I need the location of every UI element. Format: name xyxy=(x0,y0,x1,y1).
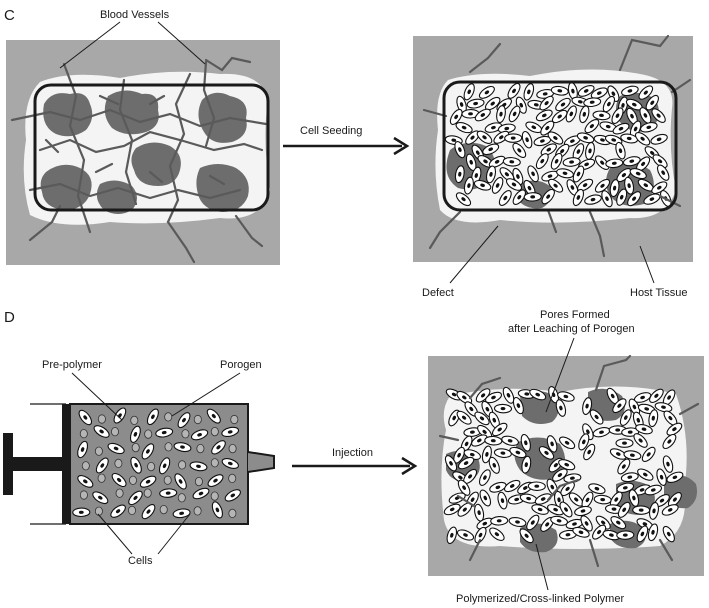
seeded-cell xyxy=(504,133,523,143)
porogen-particle xyxy=(228,473,237,483)
defect-leader xyxy=(449,225,499,284)
label-defect: Defect xyxy=(422,287,454,299)
plunger-head xyxy=(62,404,70,524)
porogen-particle xyxy=(210,491,219,501)
injected-construct xyxy=(428,354,704,576)
porogen-particle xyxy=(81,461,90,471)
label-pores-formed: Pores Formed xyxy=(540,309,610,321)
scaffold-implanted xyxy=(6,40,280,265)
polymer-leader xyxy=(535,543,549,591)
porogen-particle xyxy=(178,460,187,470)
seeded-cell xyxy=(523,191,542,202)
porogen-particle xyxy=(114,458,123,468)
porogen-particle xyxy=(97,414,106,424)
label-polymerized: Polymerized/Cross-linked Polymer xyxy=(456,593,624,605)
plunger-rod xyxy=(13,457,65,471)
porogen-particle xyxy=(181,429,190,439)
porogen-particle xyxy=(131,442,140,453)
syringe-contents xyxy=(72,405,243,522)
pre-polymer-leader xyxy=(71,372,123,421)
panel-c: C xyxy=(4,7,693,299)
porogen-particle xyxy=(111,427,120,437)
label-cell-seeding: Cell Seeding xyxy=(300,125,362,137)
host-tissue-leader xyxy=(639,245,655,284)
porogen-particle xyxy=(115,488,124,498)
label-injection: Injection xyxy=(332,447,373,459)
porogen-leader xyxy=(171,372,241,417)
porogen-particle xyxy=(147,461,156,472)
porogen-particle xyxy=(230,414,239,425)
porogen-particle xyxy=(94,506,103,516)
syringe-nozzle xyxy=(247,451,275,473)
porogen-particle xyxy=(164,442,173,452)
injected-cell xyxy=(616,530,635,541)
injected-cell xyxy=(632,505,651,515)
porogen-particle xyxy=(79,429,88,439)
porogen-particle xyxy=(228,443,237,454)
panel-d-letter: D xyxy=(4,309,15,326)
porogen-particle xyxy=(228,508,237,519)
label-pre-polymer: Pre-polymer xyxy=(42,359,102,371)
arrow-injection xyxy=(292,456,418,476)
pores-leader xyxy=(545,337,575,413)
syringe-cell xyxy=(72,507,91,518)
porogen-particle xyxy=(144,429,153,439)
injected-cell xyxy=(615,438,634,448)
label-blood-vessels: Blood Vessels xyxy=(100,9,170,21)
label-host-tissue: Host Tissue xyxy=(630,287,687,299)
porogen-particle xyxy=(127,505,136,515)
label-porogen: Porogen xyxy=(220,359,262,371)
porogen-particle xyxy=(97,473,106,483)
blood-vessels-injected xyxy=(438,354,700,568)
porogen-particle xyxy=(79,490,88,500)
scaffold-outline-seeded xyxy=(442,80,678,212)
panel-c-letter: C xyxy=(4,7,15,24)
label-cells: Cells xyxy=(128,555,153,567)
cells-leaders xyxy=(97,513,191,555)
porogen-particle xyxy=(177,493,186,503)
porogen-particle xyxy=(163,475,172,485)
porogen-particle xyxy=(159,504,168,515)
porogen-particle xyxy=(196,443,205,454)
injected-cell xyxy=(527,481,546,492)
porogen-particle xyxy=(210,458,219,468)
blood-vessels-leaders xyxy=(59,21,206,69)
blood-vessels-seeded xyxy=(422,34,692,258)
injected-cell xyxy=(489,515,509,526)
porogen-particle xyxy=(193,506,202,516)
porogen-particle xyxy=(130,415,139,425)
plunger-thumb xyxy=(3,433,13,495)
syringe xyxy=(3,403,275,525)
porogen-particle xyxy=(143,488,152,498)
arrow-cell-seeding xyxy=(283,136,410,156)
porogen-particle xyxy=(128,475,137,485)
label-pores-leaching: after Leaching of Porogen xyxy=(508,323,635,335)
porogen-particle xyxy=(94,446,103,456)
scaffold-outline xyxy=(33,83,270,212)
syringe-barrel xyxy=(69,403,249,525)
scaffold-seeded xyxy=(413,34,693,262)
porogen-particle xyxy=(210,426,219,437)
blood-vessels xyxy=(10,56,268,264)
porogen-particle xyxy=(164,412,173,422)
porogen-particle xyxy=(193,414,202,425)
porogen-particle xyxy=(194,476,203,487)
panel-d: D Pre-polymer Porogen Cells Injection xyxy=(3,309,704,605)
injected-cell xyxy=(493,403,513,414)
